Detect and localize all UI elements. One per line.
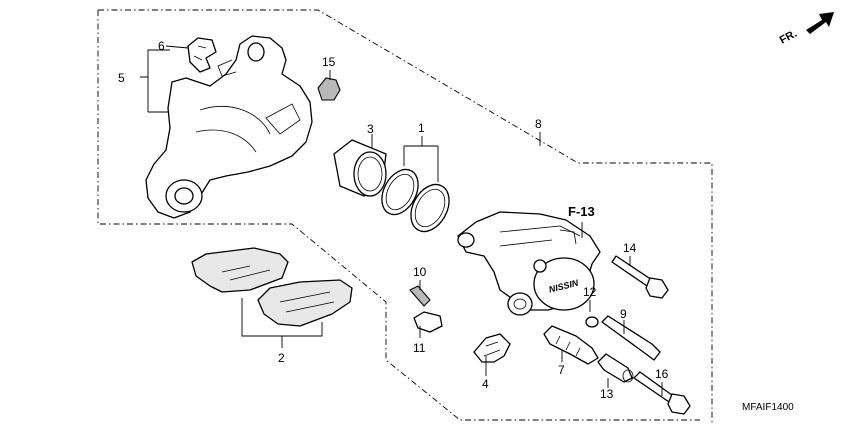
pad-spring-part (473, 333, 511, 363)
pin-part (601, 315, 661, 361)
washer-part (585, 316, 599, 328)
bleeder-boot-part (413, 311, 443, 333)
callout-9: 9 (620, 307, 627, 321)
callout-3: 3 (367, 122, 374, 136)
callout-15: 15 (322, 55, 336, 69)
callout-11: 11 (413, 341, 426, 355)
callout-5: 5 (118, 71, 125, 85)
caliper-body-part: NISSIN (457, 211, 601, 316)
callout-14: 14 (623, 241, 637, 255)
brake-pad-upper-part (191, 247, 289, 293)
callout-8: 8 (535, 117, 542, 131)
callout-13: 13 (600, 387, 614, 401)
caliper-bracket-part (145, 35, 313, 219)
piston-part (333, 139, 387, 197)
brake-pad-lower-part (257, 279, 353, 327)
lower-bolt-part (633, 371, 691, 415)
leader-lines (140, 45, 663, 396)
bleeder-cap-part (317, 77, 341, 101)
callout-16: 16 (655, 367, 669, 381)
reference-callout: F-13 (568, 204, 595, 219)
callout-6: 6 (158, 39, 165, 53)
callout-12: 12 (583, 285, 597, 299)
slide-pin-boot-part (543, 325, 599, 365)
callout-10: 10 (413, 265, 427, 279)
callout-1: 1 (418, 121, 425, 135)
assembly-outline-lower (97, 10, 700, 421)
pad-retainer-part (187, 37, 217, 73)
callout-2: 2 (278, 351, 285, 365)
piston-seal-part (381, 168, 450, 233)
front-direction-arrow: FR. (778, 12, 834, 47)
upper-bolt-part (611, 255, 669, 299)
sleeve-part (597, 353, 634, 383)
callout-7: 7 (558, 363, 565, 377)
assembly-outline (98, 9, 713, 425)
callout-4: 4 (482, 377, 489, 391)
bleeder-valve-part (409, 285, 431, 307)
front-direction-label: FR. (778, 28, 799, 47)
diagram-code: MFAIF1400 (742, 402, 794, 413)
callout-labels: 1 2 3 4 5 6 7 8 9 10 11 12 13 14 15 16 F… (118, 39, 669, 401)
